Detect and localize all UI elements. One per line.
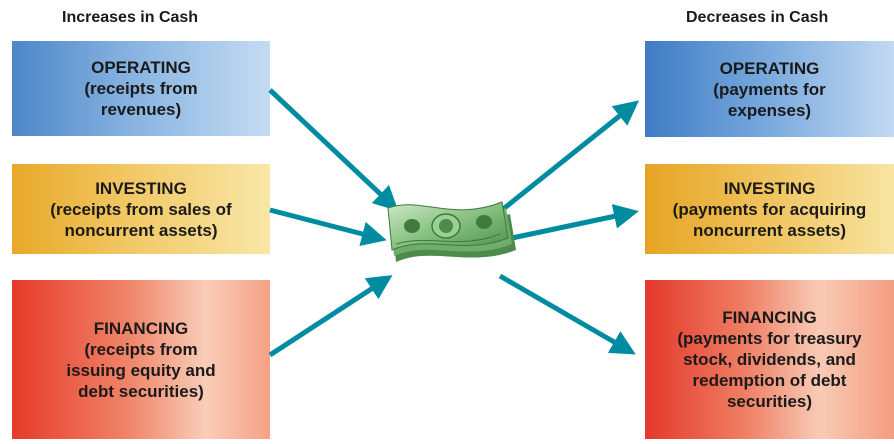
- increases-heading: Increases in Cash: [62, 9, 199, 26]
- box-title: OPERATING: [719, 58, 820, 78]
- box-text-line: securities): [726, 392, 813, 411]
- box-text-line: issuing equity and: [66, 360, 216, 380]
- decreases-heading: Decreases in Cash: [686, 9, 829, 26]
- decrease-operating-box: OPERATING (payments for expenses): [645, 41, 894, 137]
- box-title: OPERATING: [91, 58, 191, 77]
- box-text-line: (receipts from: [84, 339, 198, 359]
- box-title: FINANCING: [722, 308, 817, 327]
- decrease-financing-box: FINANCING (payments for treasury stock, …: [645, 280, 894, 439]
- box-text-line: redemption of debt: [692, 371, 847, 390]
- box-text-line: noncurrent assets): [64, 220, 218, 240]
- box-text-line: (payments for treasury: [677, 329, 862, 348]
- arrow-financing-in: [268, 275, 393, 358]
- box-text-line: (receipts from: [84, 79, 198, 98]
- box-text-line: debt securities): [78, 381, 204, 401]
- arrow-financing-out: [498, 273, 636, 355]
- box-text-line: revenues): [100, 100, 182, 119]
- money-stack-icon: [387, 201, 516, 262]
- box-title: INVESTING: [723, 178, 816, 198]
- increase-operating-box: OPERATING (receipts from revenues): [12, 41, 270, 136]
- box-text-line: noncurrent assets): [692, 220, 847, 240]
- box-text-line: (payments for: [713, 79, 826, 99]
- increase-investing-box: INVESTING (receipts from sales of noncur…: [12, 164, 270, 254]
- box-text-line: (receipts from sales of: [50, 199, 232, 219]
- box-text-line: expenses): [727, 100, 812, 120]
- box-title: FINANCING: [93, 318, 189, 338]
- box-title: INVESTING: [95, 178, 187, 198]
- increase-financing-box: FINANCING (receipts from issuing equity …: [12, 280, 270, 439]
- arrow-operating-out: [500, 100, 640, 212]
- arrow-investing-in: [269, 207, 387, 247]
- box-text-line: (payments for acquiring: [672, 199, 867, 219]
- box-text-line: stock, dividends, and: [683, 350, 856, 369]
- arrow-investing-out: [511, 204, 639, 241]
- decrease-investing-box: INVESTING (payments for acquiring noncur…: [645, 164, 894, 254]
- arrow-operating-in: [268, 88, 399, 212]
